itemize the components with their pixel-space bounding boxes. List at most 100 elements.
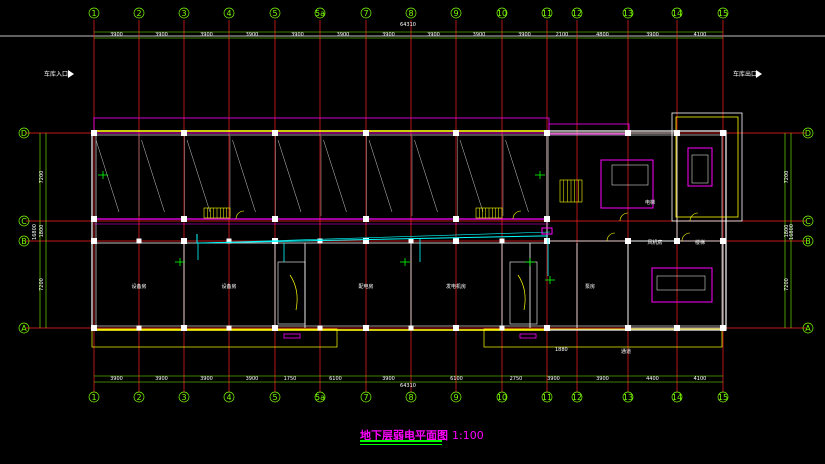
axis-bubble-top bbox=[571, 7, 583, 19]
tower-block-outline bbox=[675, 116, 739, 218]
axis-letter-left: A bbox=[21, 324, 27, 333]
axis-bubble-top bbox=[88, 7, 100, 19]
axis-bubble-top bbox=[541, 7, 553, 19]
parking-stall-line bbox=[141, 139, 165, 213]
column bbox=[272, 216, 278, 222]
axis-letter-right: C bbox=[805, 217, 811, 226]
right-total-dimension: 16800 bbox=[789, 224, 795, 240]
axis-number-bottom: 1 bbox=[91, 393, 96, 402]
equipment-unit bbox=[691, 154, 709, 184]
garage-top-strip-right bbox=[548, 123, 630, 135]
dim-number-bottom: 6100 bbox=[450, 376, 463, 382]
axis-bubble-top bbox=[622, 7, 634, 19]
axis-number-top: 3 bbox=[181, 9, 186, 18]
bottom-right-note: 通道 bbox=[621, 348, 631, 355]
dim-number-top: 3900 bbox=[518, 32, 531, 38]
column bbox=[625, 130, 631, 136]
axis-bubble-bottom bbox=[223, 391, 235, 403]
axis-number-top: 5a bbox=[315, 9, 325, 18]
parking-stall-line bbox=[277, 139, 302, 213]
column bbox=[720, 130, 726, 136]
door-swing bbox=[606, 232, 616, 242]
parking-stall-line bbox=[505, 139, 529, 213]
lower-right-block bbox=[627, 240, 724, 329]
room-label: 发电机房 bbox=[446, 283, 466, 290]
axis-number-top: 9 bbox=[453, 9, 458, 18]
column bbox=[453, 130, 459, 136]
entrance-arrow-right bbox=[756, 70, 762, 78]
column bbox=[181, 238, 187, 244]
axis-grid: 11223344555a5a77889910101111121213131414… bbox=[0, 7, 825, 403]
axis-number-top: 2 bbox=[136, 9, 141, 18]
axis-bubble-bottom bbox=[269, 391, 281, 403]
dim-number-bottom: 3900 bbox=[200, 376, 213, 382]
axis-number-top: 8 bbox=[408, 9, 413, 18]
title-underline-thin bbox=[360, 444, 442, 445]
top-overall-dimension: 64310 bbox=[400, 22, 416, 28]
axis-bubble-bottom bbox=[496, 391, 508, 403]
column bbox=[720, 238, 726, 244]
dim-number-left: 7200 bbox=[39, 278, 45, 291]
column bbox=[544, 216, 550, 222]
drawing-scale: 1:100 bbox=[452, 429, 484, 442]
axis-number-bottom: 2 bbox=[136, 393, 141, 402]
column bbox=[674, 325, 680, 331]
junction-box bbox=[541, 227, 553, 235]
axis-bubble-bottom bbox=[541, 391, 553, 403]
column bbox=[91, 130, 97, 136]
axis-bubble-bottom bbox=[622, 391, 634, 403]
axis-number-top: 10 bbox=[497, 9, 507, 18]
axis-bubble-top bbox=[314, 7, 326, 19]
column bbox=[136, 238, 142, 244]
ramp-room bbox=[509, 261, 538, 325]
column bbox=[91, 216, 97, 222]
title-underline bbox=[360, 440, 442, 442]
bottom-overall-dimension: 64310 bbox=[400, 383, 416, 389]
entrance-right-label: 车库出口 bbox=[733, 70, 757, 78]
axis-bubble-top bbox=[133, 7, 145, 19]
dim-number-top: 3900 bbox=[427, 32, 440, 38]
axis-letter-right: B bbox=[805, 237, 811, 246]
room-label: 配电房 bbox=[358, 283, 373, 290]
column bbox=[317, 325, 323, 331]
column bbox=[181, 216, 187, 222]
dim-number-left: 1800 bbox=[39, 225, 45, 238]
axis-bubble-top bbox=[496, 7, 508, 19]
entrance-left-label: 车库入口 bbox=[44, 70, 68, 78]
bottom-trench-left bbox=[91, 328, 338, 348]
column bbox=[720, 325, 726, 331]
dim-number-top: 4800 bbox=[596, 32, 609, 38]
equipment-room-magenta bbox=[651, 267, 713, 303]
dim-number-bottom: 3900 bbox=[596, 376, 609, 382]
axis-number-bottom: 5a bbox=[315, 393, 325, 402]
dim-number-bottom: 4100 bbox=[694, 376, 707, 382]
axis-bubble-top bbox=[405, 7, 417, 19]
axis-number-bottom: 5 bbox=[272, 393, 277, 402]
axis-bubble-left bbox=[18, 322, 30, 334]
parking-stall-line bbox=[323, 139, 347, 213]
column bbox=[674, 238, 680, 244]
dim-number-top: 3900 bbox=[291, 32, 304, 38]
door-swing bbox=[681, 232, 691, 242]
parking-stall-line bbox=[232, 139, 256, 213]
column bbox=[91, 238, 97, 244]
dim-number-top: 3900 bbox=[110, 32, 123, 38]
labels: 64310 64310 16800 16800 车库入口 车库出口 1880 通… bbox=[32, 22, 795, 389]
bottom-trench-right bbox=[483, 328, 723, 348]
axis-number-bottom: 13 bbox=[623, 393, 633, 402]
dim-number-bottom: 6100 bbox=[329, 376, 342, 382]
door-swing bbox=[619, 212, 629, 222]
axis-number-bottom: 4 bbox=[226, 393, 231, 402]
axis-bubble-bottom bbox=[571, 391, 583, 403]
room-label: 设备房 bbox=[221, 283, 236, 290]
axis-number-top: 1 bbox=[91, 9, 96, 18]
room-label: 泵房 bbox=[585, 283, 595, 290]
dim-number-bottom: 3900 bbox=[246, 376, 259, 382]
dim-number-top: 3900 bbox=[473, 32, 486, 38]
axis-number-top: 13 bbox=[623, 9, 633, 18]
axis-bubble-top bbox=[671, 7, 683, 19]
dim-number-bottom: 3900 bbox=[110, 376, 123, 382]
bottom-mid-note: 1880 bbox=[555, 347, 568, 353]
axis-number-bottom: 9 bbox=[453, 393, 458, 402]
